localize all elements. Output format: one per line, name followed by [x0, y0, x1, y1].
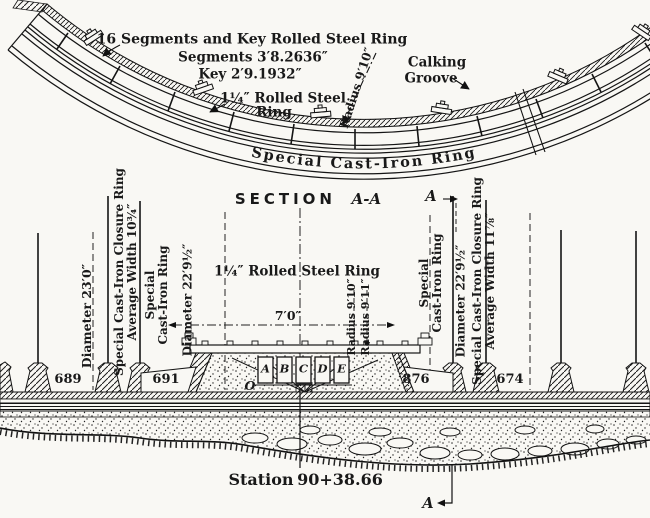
calking-label-line1: Calking	[407, 54, 467, 71]
ring-arcs	[7, 13, 650, 180]
steel-ring-beam	[189, 344, 421, 354]
station-word: Station	[228, 470, 294, 490]
leader-lines	[102, 44, 470, 125]
ring-bolts	[83, 23, 650, 119]
closure-left-line2: Average Width 10¾″	[125, 203, 139, 341]
section-arrow-bottom	[437, 499, 445, 507]
label-diameter-229-right: Diameter 22′9½″	[453, 244, 468, 358]
label-diameter-23: Diameter 23′0″	[79, 263, 95, 369]
section-title-word: SECTION	[234, 189, 336, 208]
segment-joint-lines	[56, 32, 650, 149]
label-closure-ring-right: Special Cast-Iron Closure Ring Average W…	[470, 177, 497, 385]
ground-stones	[241, 424, 647, 461]
closure-right-line2: Average Width 11⅞″	[483, 212, 497, 350]
rolled-steel-ring-band	[41, 3, 650, 128]
duct-letter-b: B	[279, 361, 290, 376]
duct-cells	[257, 356, 350, 384]
radial-cut-lines	[514, 88, 546, 156]
deck-white-band	[0, 398, 650, 404]
deck-stipple-band	[0, 410, 650, 418]
duct-letter-e: E	[337, 361, 346, 376]
structure-key-block	[295, 383, 313, 393]
segments-label-line1: 16 Segments and Key Rolled Steel Ring	[96, 31, 408, 48]
ring-number-691: 691	[152, 371, 180, 387]
ring-number-876: 876	[402, 371, 430, 387]
rolled-steel-label-line2: Ring	[256, 104, 292, 121]
pedestals	[0, 361, 650, 393]
radius-inner-label: Radius 9′10″	[344, 278, 358, 356]
width-dimension-label: 7′0″	[274, 308, 302, 324]
station-value: 90+38.66	[297, 470, 383, 490]
deck-dark-band	[0, 402, 650, 412]
section-marker-top: A	[425, 188, 437, 206]
deck-hatch-band	[0, 391, 650, 400]
section-title: SECTION A-A	[235, 191, 381, 208]
segments-label-line3: Key 2′9.1932″	[198, 66, 302, 83]
rolled-steel-ring-lower-label: 1¼″ Rolled Steel Ring	[213, 263, 381, 280]
section-marker-bottom: A	[422, 495, 434, 513]
duct-letter-c: C	[298, 361, 309, 376]
rolled-steel-label-line1: 1¼″ Rolled Steel	[220, 90, 346, 107]
cast-iron-left-line2: Cast-Iron Ring	[156, 245, 170, 345]
duct-letter-d: D	[317, 361, 328, 376]
label-diameter-229-left: Diameter 22′9½″	[180, 243, 195, 357]
duct-letter-a: A	[261, 361, 270, 376]
ring-number-689: 689	[54, 371, 82, 387]
calking-label-line2: Groove	[404, 70, 458, 87]
segments-label-line2: Segments 3′8.2636″	[178, 49, 328, 66]
cast-iron-right-line2: Cast-Iron Ring	[430, 233, 444, 333]
label-closure-ring-left: Special Cast-Iron Closure Ring Average W…	[112, 168, 139, 376]
beam-bolts	[181, 332, 433, 346]
tie-rods	[37, 196, 637, 363]
label-cast-iron-right: Special Cast-Iron Ring	[417, 233, 444, 333]
left-pocket	[140, 366, 197, 393]
broken-end-cap	[12, 0, 48, 13]
radius-outer-label: Radius 9′11″	[358, 278, 372, 356]
origin-letter: O	[244, 378, 256, 394]
right-pocket	[403, 366, 454, 393]
label-cast-iron-left: Special Cast-Iron Ring	[143, 245, 170, 345]
section-arrow-top	[450, 195, 458, 203]
ring-number-674: 674	[496, 371, 524, 387]
dim-arrow-right	[387, 322, 395, 328]
dim-arrow-left	[168, 322, 176, 328]
section-title-cut: A-A	[351, 189, 382, 208]
